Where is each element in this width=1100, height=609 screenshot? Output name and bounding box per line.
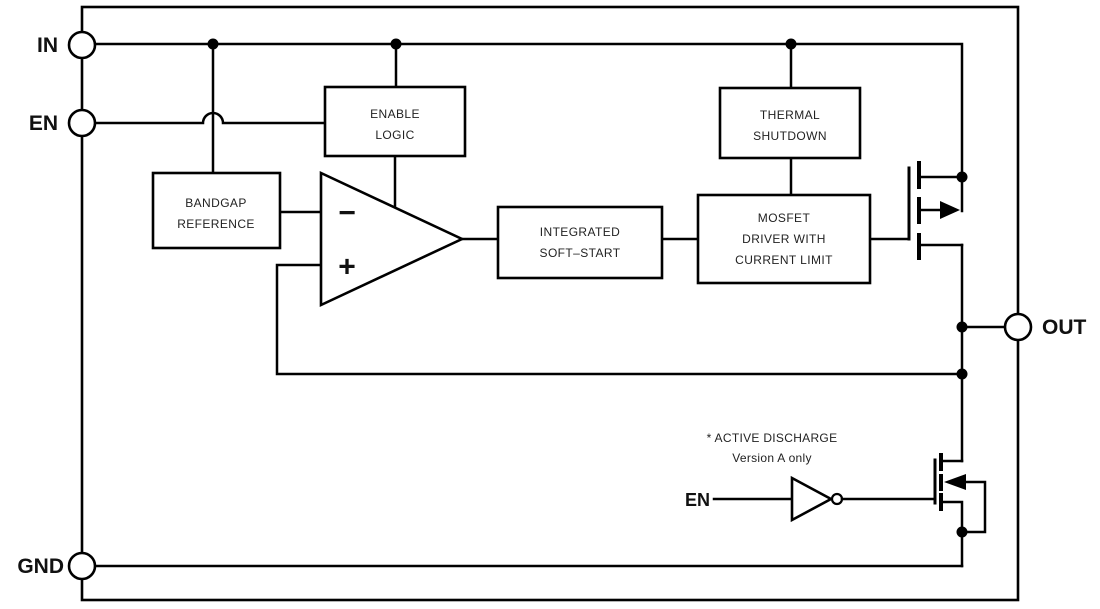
in-pin-terminal bbox=[67, 30, 97, 60]
ic-package-outline bbox=[80, 5, 1020, 602]
bandgap-label-line2: REFERENCE bbox=[177, 217, 255, 231]
gnd-pin-terminal bbox=[67, 551, 97, 581]
block-mosfet-driver: MOSFET DRIVER WITH CURRENT LIMIT bbox=[696, 193, 872, 285]
pin-gnd: GND bbox=[17, 551, 97, 581]
inverting-input-symbol: − bbox=[338, 197, 356, 230]
bandgap-label-line1: BANDGAP bbox=[185, 196, 246, 210]
soft-start-label-line2: SOFT–START bbox=[540, 246, 621, 260]
inverter-gate-icon bbox=[712, 475, 937, 523]
pin-en: EN bbox=[29, 108, 97, 138]
block-thermal-shutdown: THERMAL SHUTDOWN bbox=[718, 86, 862, 160]
mosfet-driver-label-line3: CURRENT LIMIT bbox=[735, 253, 833, 267]
enable-logic-box bbox=[323, 85, 467, 158]
wire-en-with-hop bbox=[93, 111, 327, 125]
junction-dot bbox=[956, 526, 968, 538]
discharge-en-label: EN bbox=[685, 490, 710, 510]
pmos-body-arrow bbox=[940, 201, 960, 219]
nmos-body-arrow bbox=[944, 474, 966, 490]
inverter-bubble bbox=[830, 492, 844, 506]
junction-dot bbox=[207, 38, 219, 50]
soft-start-box bbox=[496, 205, 664, 280]
active-discharge-note-subtitle: Version A only bbox=[732, 451, 812, 465]
wire-feedback-to-noninverting-input bbox=[275, 263, 964, 376]
junction-dot bbox=[956, 171, 968, 183]
mosfet-driver-label-line2: DRIVER WITH bbox=[742, 232, 826, 246]
nmos-body-tie bbox=[960, 480, 987, 534]
block-integrated-soft-start: INTEGRATED SOFT–START bbox=[496, 205, 664, 280]
thermal-shutdown-label-line1: THERMAL bbox=[760, 108, 820, 122]
soft-start-label-line1: INTEGRATED bbox=[540, 225, 620, 239]
active-discharge-note-title: * ACTIVE DISCHARGE bbox=[707, 431, 838, 445]
out-pin-label: OUT bbox=[1042, 316, 1087, 339]
block-bandgap-reference: BANDGAP REFERENCE bbox=[151, 171, 282, 250]
junction-dot bbox=[390, 38, 402, 50]
en-pin-label: EN bbox=[29, 112, 58, 135]
enable-logic-label-line2: LOGIC bbox=[375, 128, 414, 142]
pmos-pass-transistor-icon bbox=[907, 161, 964, 260]
junction-dot bbox=[785, 38, 797, 50]
noninverting-input-symbol: + bbox=[338, 251, 356, 284]
pin-in: IN bbox=[37, 30, 97, 60]
wire-in-rail bbox=[93, 42, 964, 213]
pin-out: OUT bbox=[1003, 312, 1087, 342]
mosfet-driver-box bbox=[696, 193, 872, 285]
mosfet-driver-label-line1: MOSFET bbox=[758, 211, 811, 225]
enable-logic-label-line1: ENABLE bbox=[370, 107, 420, 121]
thermal-shutdown-box bbox=[718, 86, 862, 160]
in-pin-label: IN bbox=[37, 34, 58, 57]
junction-dot bbox=[956, 368, 968, 380]
gnd-pin-label: GND bbox=[17, 555, 64, 578]
bandgap-reference-box bbox=[151, 171, 282, 250]
error-amplifier: − + bbox=[319, 170, 466, 308]
junction-dot bbox=[956, 321, 968, 333]
inverter-triangle bbox=[790, 475, 834, 523]
en-pin-terminal bbox=[67, 108, 97, 138]
thermal-shutdown-label-line2: SHUTDOWN bbox=[753, 129, 827, 143]
nmos-discharge-transistor-icon bbox=[933, 453, 987, 568]
block-enable-logic: ENABLE LOGIC bbox=[323, 85, 467, 158]
out-pin-terminal bbox=[1003, 312, 1033, 342]
error-amplifier-triangle bbox=[319, 170, 466, 308]
